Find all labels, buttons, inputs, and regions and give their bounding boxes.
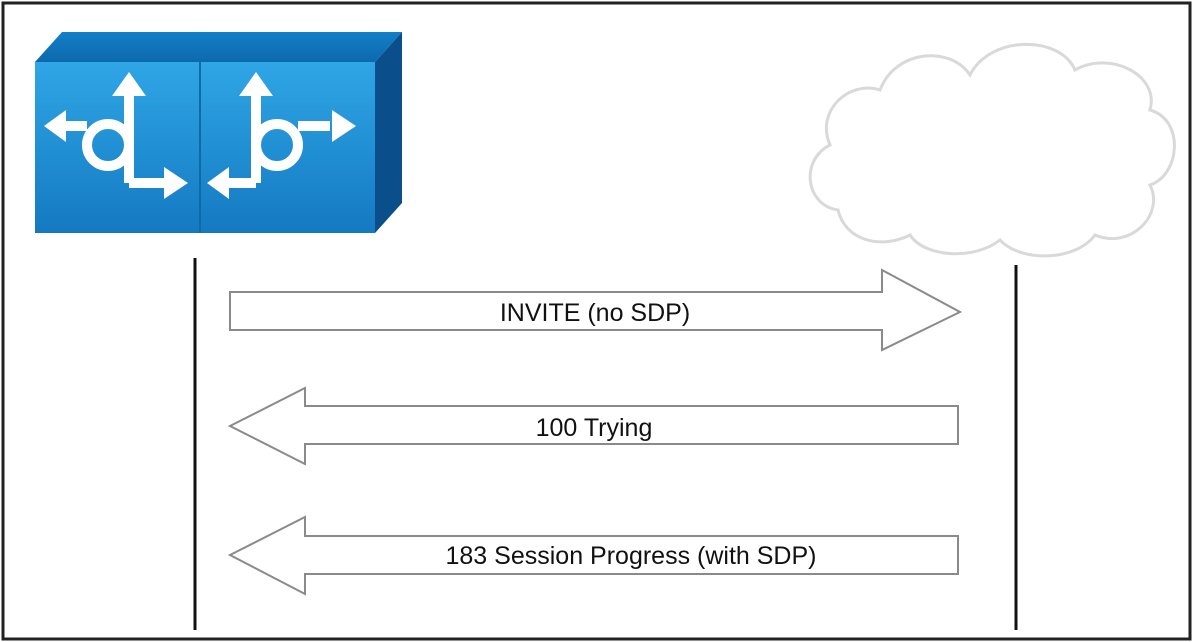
block-arrow-left (227, 386, 959, 466)
message-label: 183 Session Progress (with SDP) (446, 542, 817, 570)
cloud-icon (808, 42, 1176, 258)
block-arrow-right (229, 268, 963, 352)
router-icon (35, 32, 402, 233)
message-arrow-trying: 100 Trying (227, 386, 959, 466)
block-arrow-left (227, 515, 959, 596)
router-left-arrowheads (44, 72, 188, 199)
router-top-face (35, 32, 402, 62)
router-side-face (375, 32, 402, 233)
message-arrow-invite: INVITE (no SDP) (229, 268, 963, 352)
router-right-arrows-icon (228, 92, 330, 188)
message-arrow-session-progress: 183 Session Progress (with SDP) (227, 515, 959, 596)
router-right-arrowheads (207, 72, 356, 199)
message-label: INVITE (no SDP) (500, 299, 690, 327)
message-label: 100 Trying (536, 414, 653, 442)
